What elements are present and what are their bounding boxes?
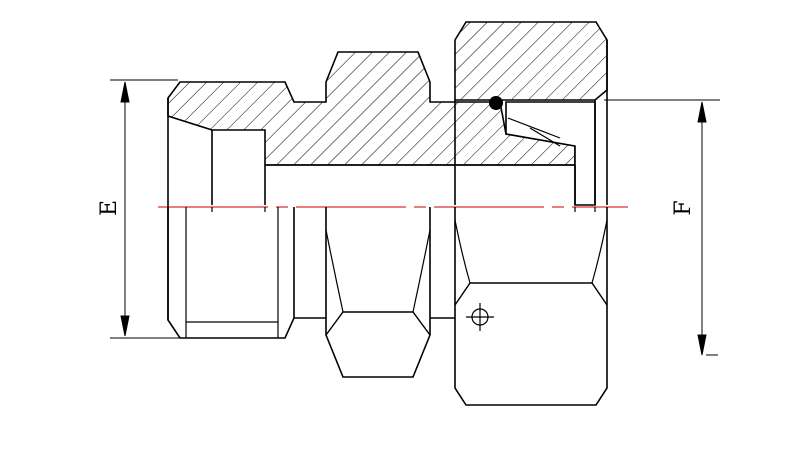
- dimension-e: [110, 79, 192, 339]
- dimension-e-top-arrow: [120, 81, 130, 103]
- center-hex-arc-left: [325, 229, 344, 313]
- dimension-f-bottom-arrow: [697, 334, 707, 356]
- dimension-f-label: F: [671, 200, 696, 215]
- seal-ring-line-2: [529, 127, 561, 147]
- nut-body: [454, 207, 608, 406]
- center-hex: [325, 207, 431, 378]
- nut-arc-left: [454, 219, 471, 284]
- center-hex-arc-right: [412, 229, 431, 313]
- o-ring-marker: [489, 96, 503, 110]
- threaded-end: [167, 207, 295, 339]
- seal-ring-line: [507, 117, 561, 139]
- dimension-e-bottom-arrow: [120, 315, 130, 337]
- section-view: [167, 21, 608, 320]
- dimension-f: [604, 99, 720, 356]
- nut-section-hatch: [454, 21, 608, 101]
- nut-face: [454, 282, 608, 306]
- dimension-f-top-arrow: [697, 101, 707, 123]
- adapter-section-hatch: [167, 51, 576, 166]
- nut-arc-right: [591, 219, 608, 284]
- external-view: [167, 207, 608, 406]
- center-hex-face: [325, 311, 431, 336]
- crosshair-icon: [466, 303, 494, 331]
- dimension-e-label: E: [97, 200, 122, 216]
